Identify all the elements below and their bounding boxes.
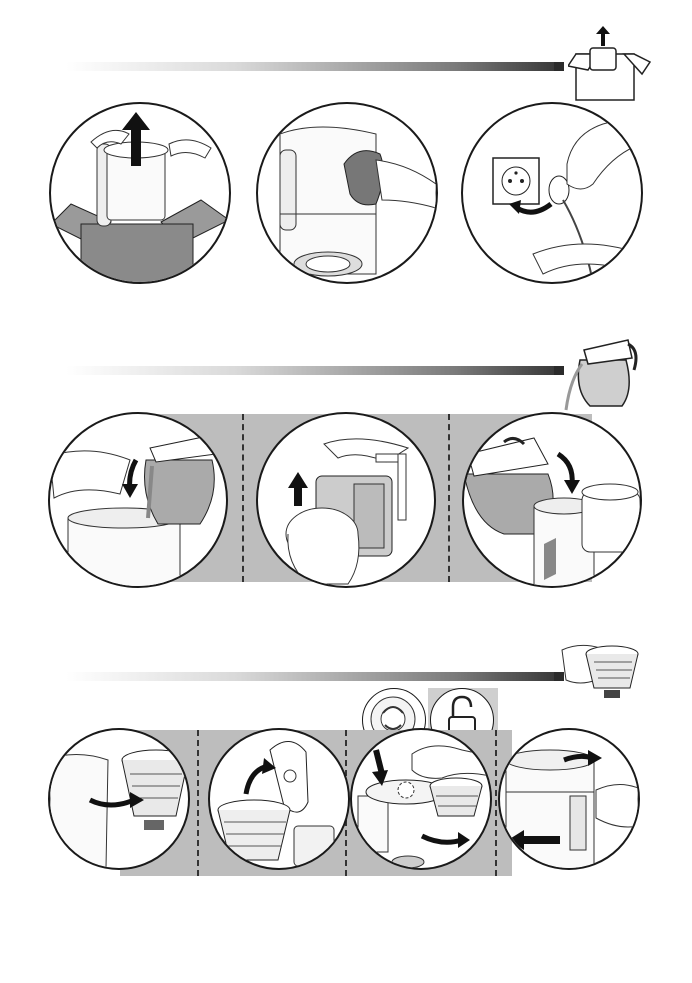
step-divider bbox=[448, 414, 450, 582]
step-pour-into-tank bbox=[462, 412, 642, 588]
wipe-cloth-icon bbox=[258, 104, 436, 282]
press-release-icon bbox=[352, 730, 490, 868]
lift-from-box-icon bbox=[51, 104, 229, 282]
section-first-use bbox=[0, 320, 692, 600]
step-divider bbox=[197, 730, 199, 876]
step-divider bbox=[495, 730, 497, 876]
step-open-lid bbox=[208, 728, 350, 870]
step-divider bbox=[242, 414, 244, 582]
section-bar bbox=[66, 366, 554, 375]
section-bar bbox=[66, 672, 554, 681]
swing-filter-icon bbox=[50, 730, 188, 868]
section-filter bbox=[0, 620, 692, 890]
pour-water-icon bbox=[50, 414, 226, 586]
lift-tank-icon bbox=[258, 414, 434, 586]
pour-into-tank-icon bbox=[464, 414, 640, 586]
step-press-release bbox=[350, 728, 492, 870]
remove-tank-icon bbox=[500, 730, 638, 868]
step-pour-water bbox=[48, 412, 228, 588]
step-lift-from-box bbox=[49, 102, 231, 284]
open-lid-icon bbox=[210, 730, 348, 868]
unbox-corner-icon bbox=[568, 26, 652, 102]
filter-holder-corner-icon bbox=[560, 640, 640, 706]
step-plug-socket bbox=[461, 102, 643, 284]
step-wipe-cloth bbox=[256, 102, 438, 284]
step-swing-filter bbox=[48, 728, 190, 870]
section-unpacking bbox=[0, 0, 692, 300]
step-lift-tank bbox=[256, 412, 436, 588]
step-remove-tank bbox=[498, 728, 640, 870]
section-bar-end bbox=[554, 62, 564, 71]
carafe-pour-corner-icon bbox=[560, 330, 640, 414]
plug-socket-icon bbox=[463, 104, 641, 282]
section-bar bbox=[66, 62, 554, 71]
